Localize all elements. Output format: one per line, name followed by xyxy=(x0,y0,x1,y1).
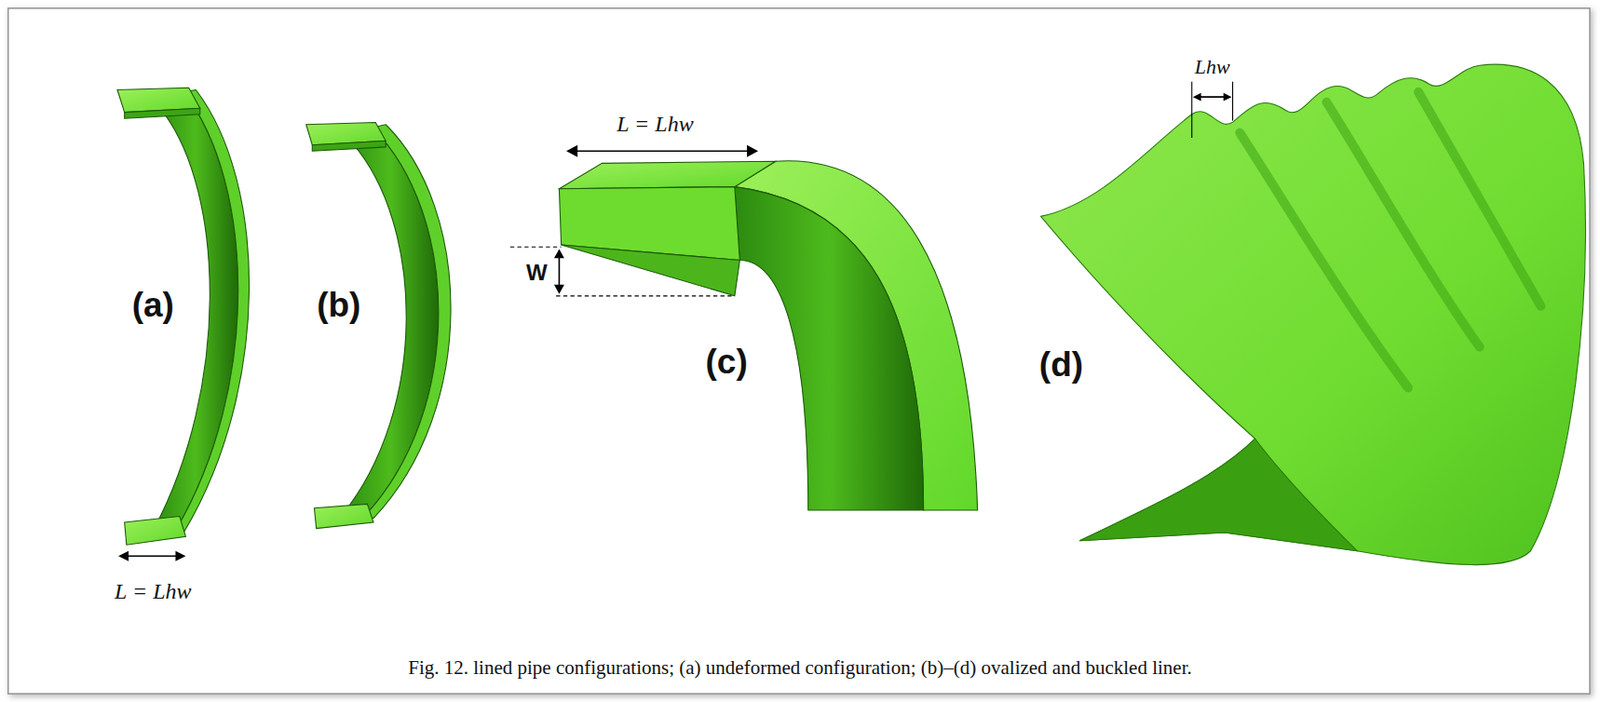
dimension-label: Lhw xyxy=(1194,55,1231,79)
dimension-label: L = Lhw xyxy=(616,111,693,136)
panel-letter: (a) xyxy=(132,286,175,326)
panel-letter: (d) xyxy=(1039,346,1084,385)
panel-letter: (c) xyxy=(705,343,747,382)
dimension-label: W xyxy=(526,260,548,285)
panel-letter: (b) xyxy=(316,286,361,326)
dimension-label: L = Lhw xyxy=(114,579,191,604)
figure-caption: Fig. 12. lined pipe configurations; (a) … xyxy=(407,657,1193,679)
